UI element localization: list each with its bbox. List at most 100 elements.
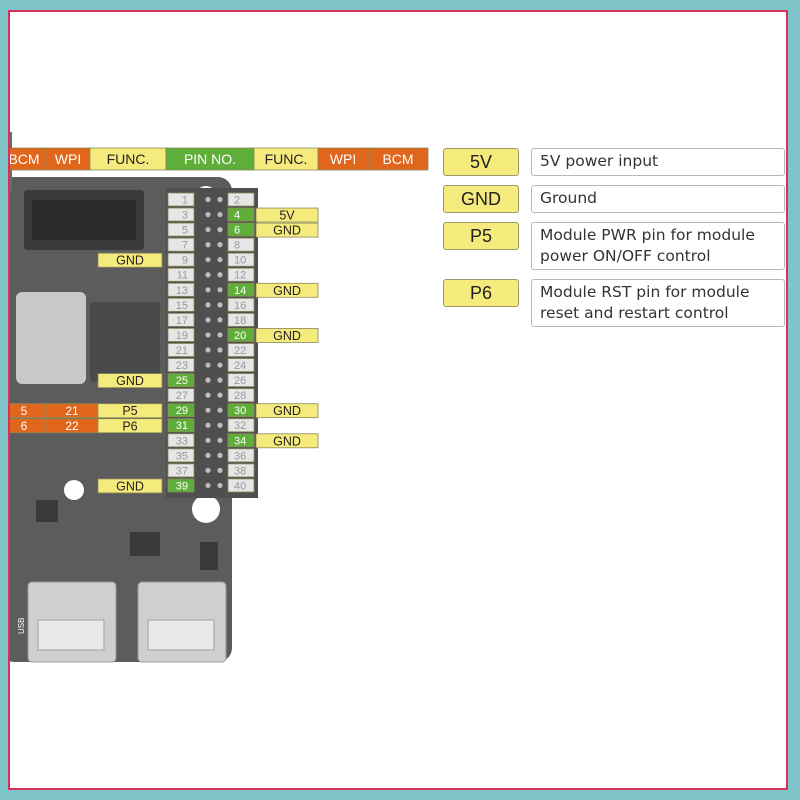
board-module-silver	[16, 292, 86, 384]
pin-dot	[205, 437, 211, 443]
pin-dot	[217, 227, 223, 233]
pin-38-box	[227, 463, 255, 478]
pin-dot	[217, 407, 223, 413]
pin-8-box	[227, 237, 255, 252]
pin-17-text: 17	[176, 315, 188, 327]
legend-desc: Ground	[531, 185, 785, 213]
pin-3-text: 3	[182, 210, 188, 222]
pin-22-text: 22	[234, 345, 246, 357]
pin-dot	[205, 362, 211, 368]
func-gnd-pin-34-box	[255, 433, 319, 449]
pin-columns: 1357911131517192123252729313335373924681…	[167, 192, 255, 493]
pin-28-box	[227, 388, 255, 403]
func-gnd-pin-20-text: GND	[273, 329, 301, 343]
pin-dot	[205, 272, 211, 278]
func-gnd-pin-14-text: GND	[273, 284, 301, 298]
pin-30-text: 30	[234, 405, 246, 417]
pin-25-text: 25	[176, 375, 188, 387]
pin-16-box	[227, 297, 255, 312]
pin-15-text: 15	[176, 300, 188, 312]
pin-6-text: 6	[234, 225, 240, 237]
pin-12-box	[227, 267, 255, 282]
header-bcm-text: BCM	[382, 151, 413, 167]
pin-38-text: 38	[234, 465, 246, 477]
func-p5-pin-29-text: P5	[122, 404, 137, 418]
header-pinno-text: PIN NO.	[184, 151, 236, 167]
pin-17-box	[167, 312, 195, 327]
pin-22-box	[227, 343, 255, 357]
pin-11-text: 11	[177, 270, 188, 282]
pin-33-text: 33	[176, 435, 188, 447]
pin-dot	[217, 392, 223, 398]
pin-37-text: 37	[176, 465, 188, 477]
pin-dot	[205, 392, 211, 398]
usb-label: USB	[17, 618, 26, 634]
pin-19-text: 19	[176, 330, 188, 342]
pin-dot	[217, 482, 223, 489]
pin-4-text: 4	[234, 210, 240, 222]
header-func-text: FUNC.	[265, 151, 308, 167]
pin-dot	[217, 437, 223, 443]
pin-21-text: 21	[176, 345, 188, 357]
pin-dot	[217, 196, 223, 203]
pin-11-box	[167, 267, 195, 282]
pin-dot	[217, 452, 223, 458]
legend-desc: Module PWR pin for module power ON/OFF c…	[531, 222, 785, 270]
pin-2-text: 2	[234, 194, 240, 206]
func-gnd-pin-6-text: GND	[273, 224, 301, 238]
pin-18-box	[227, 312, 255, 327]
pin-dot	[217, 272, 223, 278]
func-gnd-pin-39-box	[97, 478, 163, 494]
pin-35-text: 35	[176, 450, 188, 462]
board-mount-hole-bottom	[192, 495, 220, 523]
pin-14-box	[227, 282, 255, 297]
pin-dot	[205, 347, 211, 353]
pin-23-text: 23	[176, 360, 188, 372]
pin-7-text: 7	[182, 240, 188, 252]
func-gnd-pin-25-box	[97, 373, 163, 389]
pin-10-box	[227, 252, 255, 267]
func-gnd-pin-6-box	[255, 222, 319, 238]
pin-dot	[205, 287, 211, 293]
pin-16-text: 16	[234, 300, 246, 312]
pin-dot	[205, 257, 211, 263]
func-5v-pin-4-box	[255, 207, 319, 223]
pin-dot	[217, 211, 223, 218]
pin-dot	[217, 257, 223, 263]
pin-dot	[217, 287, 223, 293]
pin-6-box	[227, 222, 255, 237]
pin-20-box	[227, 328, 255, 342]
pin-37-box	[167, 463, 195, 478]
pin-dot	[205, 332, 211, 338]
pin-dot	[205, 422, 211, 428]
board-mount-hole-left	[64, 480, 84, 500]
func-gnd-pin-34-text: GND	[273, 434, 301, 448]
pin-14-text: 14	[234, 285, 246, 297]
pin-13-box	[167, 282, 195, 297]
pin-9-box	[167, 252, 195, 267]
pin-dot	[217, 302, 223, 308]
pin-7-box	[167, 237, 195, 252]
bcm-5-text: 5	[21, 404, 28, 418]
legend-key: GND	[443, 185, 519, 213]
pin-29-text: 29	[176, 405, 188, 417]
pin-dot	[217, 347, 223, 353]
legend-desc: Module RST pin for module reset and rest…	[531, 279, 785, 327]
pin-5-box	[167, 222, 195, 237]
pin-31-box	[167, 418, 195, 433]
pin-40-box	[227, 478, 255, 493]
pin-32-box	[227, 418, 255, 433]
pin-dot	[217, 242, 223, 248]
pin-31-text: 31	[176, 420, 188, 432]
legend-key: P5	[443, 222, 519, 250]
board-ribbon-inner	[32, 200, 136, 240]
pin-24-box	[227, 358, 255, 372]
pin-dot	[217, 317, 223, 323]
func-gnd-pin-9-box	[97, 252, 163, 268]
header-bcm-box	[367, 147, 429, 171]
pin-32-text: 32	[234, 420, 246, 432]
pin-29-box	[167, 403, 195, 418]
